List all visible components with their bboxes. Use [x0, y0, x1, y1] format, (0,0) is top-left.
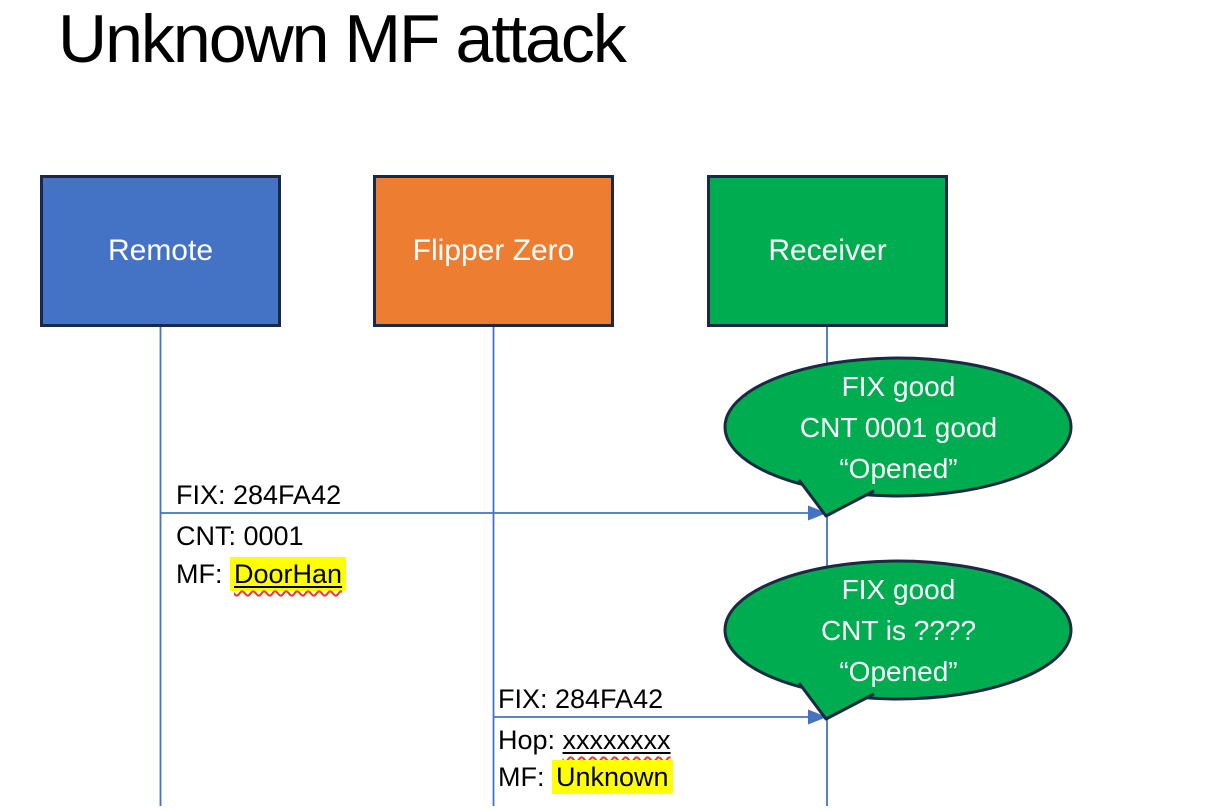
- speech-bubble-1-tail: [797, 479, 875, 518]
- speech-bubble-2-text: FIX good CNT is ???? “Opened”: [725, 569, 1072, 692]
- actor-box-flipper-zero: Flipper Zero: [373, 175, 614, 327]
- bubble-2-line-2: CNT is ????: [820, 615, 977, 646]
- bubble-2-line-3: “Opened”: [839, 656, 958, 687]
- message-2-hop-value: xxxxxxxx: [562, 725, 671, 755]
- speech-bubble-1-text: FIX good CNT 0001 good “Opened”: [725, 366, 1072, 489]
- speech-bubble-1-ellipse: [723, 356, 1073, 498]
- message-1-mf-value: DoorHan: [234, 559, 343, 589]
- message-2-hop-prefix: Hop:: [498, 725, 563, 755]
- actor-label-remote: Remote: [107, 234, 214, 267]
- speech-bubble-2-ellipse: [723, 559, 1073, 701]
- actor-label-flipper-zero: Flipper Zero: [412, 234, 575, 267]
- speech-bubble-2-tail: [797, 682, 875, 721]
- message-2-line-hop: Hop: xxxxxxxx: [498, 724, 671, 756]
- message-2-mf-value: Unknown: [552, 760, 673, 794]
- bubble-1-line-2: CNT 0001 good: [799, 412, 998, 443]
- bubble-1-line-3: “Opened”: [839, 453, 958, 484]
- message-2-line-mf: MF: Unknown: [498, 760, 673, 794]
- bubble-2-line-1: FIX good: [841, 574, 956, 605]
- message-1-line-fix: FIX: 284FA42: [176, 480, 342, 510]
- message-arrow-2-head: [808, 709, 827, 725]
- actor-box-receiver: Receiver: [707, 175, 948, 327]
- message-2-line-fix: FIX: 284FA42: [498, 684, 664, 714]
- message-1-line-cnt: CNT: 0001: [176, 521, 304, 551]
- actor-box-remote: Remote: [40, 175, 281, 327]
- speech-bubble-1: [723, 356, 1073, 518]
- message-2-mf-prefix: MF:: [498, 762, 552, 792]
- message-1-line-mf: MF: DoorHan: [176, 557, 347, 591]
- speech-bubble-2: [723, 559, 1073, 721]
- message-1-mf-value-highlight: DoorHan: [230, 557, 347, 591]
- slide-title: Unknown MF attack: [58, 1, 627, 77]
- bubble-1-line-1: FIX good: [841, 371, 956, 402]
- actor-label-receiver: Receiver: [768, 234, 887, 267]
- message-2-hop-value-squiggle: xxxxxxxx: [563, 725, 671, 755]
- message-arrow-1-head: [808, 505, 827, 521]
- message-1-mf-prefix: MF:: [176, 559, 230, 589]
